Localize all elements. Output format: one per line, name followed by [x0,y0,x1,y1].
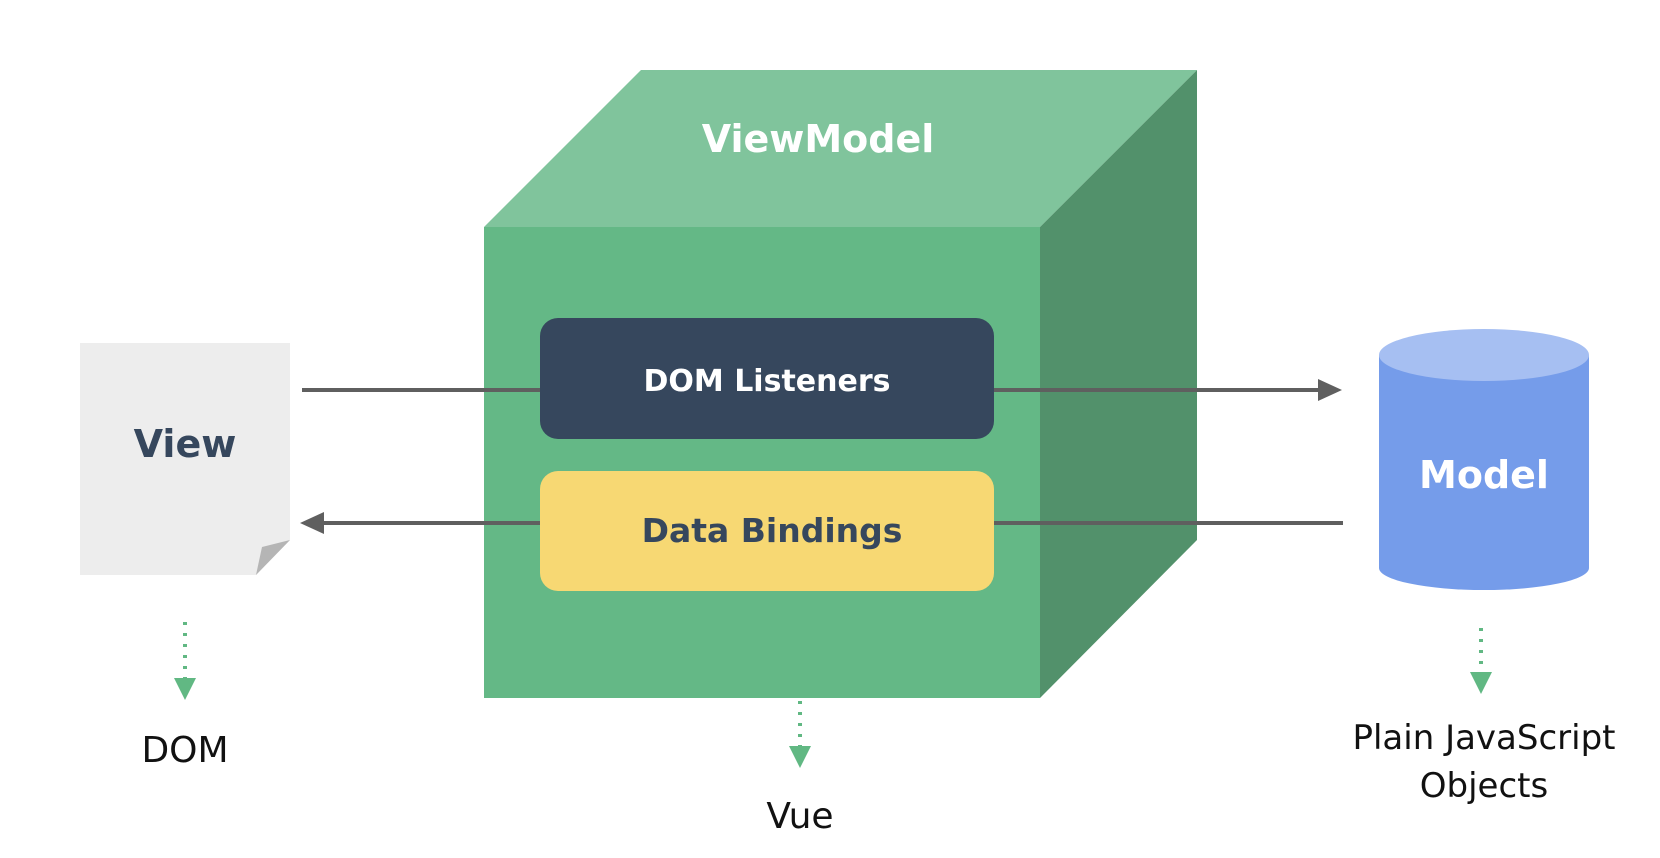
view-title: View [134,422,237,466]
view-dotted-arrow [174,622,196,700]
model-cylinder: Model [1379,329,1589,590]
model-cylinder-body [1379,355,1589,590]
viewmodel-title: ViewModel [702,117,935,161]
dom-listeners-box: DOM Listeners [540,318,994,439]
view-caption: DOM [141,730,228,771]
cube-front-face [484,227,1040,698]
dom-listeners-label: DOM Listeners [643,364,890,399]
model-caption-line1: Plain JavaScript [1352,718,1615,758]
view-page-fold [256,540,290,575]
model-cylinder-top [1379,329,1589,381]
viewmodel-caption: Vue [766,796,833,837]
cube-side-face [1040,70,1197,698]
viewmodel-dotted-arrow [789,701,811,768]
model-dotted-arrow [1470,628,1492,694]
view-page-shape [80,343,290,575]
model-title: Model [1419,453,1549,497]
model-caption-line2: Objects [1420,766,1548,806]
data-bindings-box: Data Bindings [540,471,994,591]
viewmodel-cube: ViewModel [484,70,1197,698]
view-node: View [80,343,290,575]
cube-top-face [484,70,1197,227]
data-bindings-label: Data Bindings [642,511,903,550]
